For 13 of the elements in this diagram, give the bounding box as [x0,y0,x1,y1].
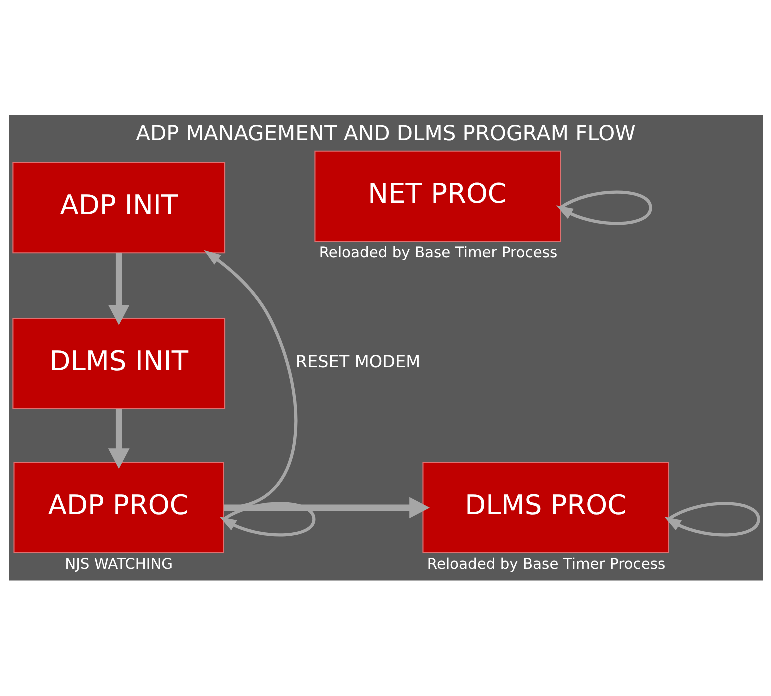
node-label: Reloaded by Base Timer Process [426,556,666,573]
arrow [664,502,760,537]
arrow [223,497,430,519]
arrow [108,408,130,470]
arrow [108,253,130,326]
node-box: ADP INIT [12,162,226,254]
node-label: NJS WATCHING [64,556,173,573]
edge-label: RESET MODEM [295,352,420,372]
node-box: DLMS INIT [12,318,226,410]
arrow [219,502,316,537]
node-label: Reloaded by Base Timer Process [318,244,558,262]
arrow [556,190,652,226]
diagram-title: ADP MANAGEMENT AND DLMS PROGRAM FLOW [136,121,636,146]
